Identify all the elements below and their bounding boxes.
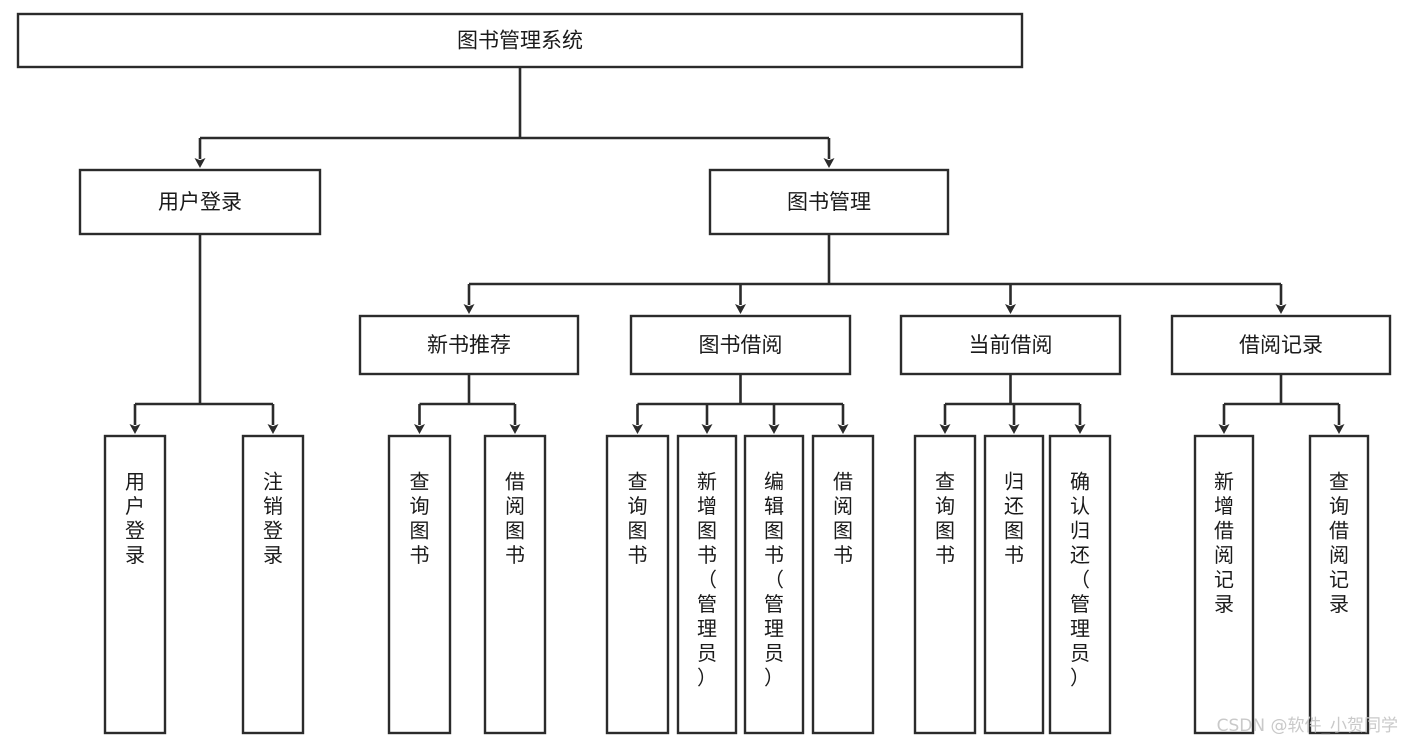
node-label: 编辑图书（管理员） [764, 469, 784, 689]
node-label: 新增借阅记录 [1214, 469, 1234, 616]
node-label: 查询图书 [628, 469, 648, 567]
node-leaf-7[interactable]: 借阅图书 [811, 434, 875, 735]
node-label: 图书借阅 [699, 333, 783, 357]
node-leaf-9[interactable]: 归还图书 [983, 434, 1045, 735]
node-leaf-3[interactable]: 借阅图书 [483, 434, 547, 735]
node-leaf-12[interactable]: 查询借阅记录 [1308, 434, 1370, 735]
node-rect [483, 434, 547, 735]
node-label: 图书管理系统 [457, 29, 583, 53]
node-leaf-1[interactable]: 注销登录 [241, 434, 305, 735]
connectors-layer [129, 67, 1345, 434]
node-label: 用户登录 [125, 469, 145, 567]
node-label: 新书推荐 [427, 333, 511, 357]
node-rect [629, 314, 852, 376]
node-label: 图书管理 [787, 190, 871, 214]
node-rect [103, 434, 167, 735]
node-label: 用户登录 [158, 190, 242, 214]
node-root[interactable]: 图书管理系统 [16, 12, 1024, 69]
node-leaf-6[interactable]: 编辑图书（管理员） [743, 434, 805, 735]
node-rect [1048, 434, 1112, 735]
node-label: 查询图书 [935, 469, 955, 567]
node-label: 新增图书（管理员） [697, 469, 717, 689]
csdn-watermark: CSDN @软件_小贺同学 [1217, 716, 1398, 736]
node-rect [708, 168, 950, 236]
node-leaf-11[interactable]: 新增借阅记录 [1193, 434, 1255, 735]
node-rect [676, 434, 738, 735]
node-rect [358, 314, 580, 376]
node-rect [1170, 314, 1392, 376]
node-rect [899, 314, 1122, 376]
node-rect [811, 434, 875, 735]
node-rect [983, 434, 1045, 735]
node-rect [1193, 434, 1255, 735]
node-rect [743, 434, 805, 735]
node-label: 借阅图书 [833, 469, 853, 567]
node-rect [241, 434, 305, 735]
node-level3-2[interactable]: 当前借阅 [899, 314, 1122, 376]
node-leaf-4[interactable]: 查询图书 [605, 434, 670, 735]
node-rect [78, 168, 322, 236]
node-label: 归还图书 [1004, 469, 1024, 567]
node-label: 查询借阅记录 [1329, 469, 1349, 616]
node-leaf-10[interactable]: 确认归还（管理员） [1048, 434, 1112, 735]
node-leaf-5[interactable]: 新增图书（管理员） [676, 434, 738, 735]
node-leaf-0[interactable]: 用户登录 [103, 434, 167, 735]
node-label: 借阅记录 [1239, 333, 1323, 357]
node-rect [387, 434, 452, 735]
node-rect [1308, 434, 1370, 735]
node-label: 当前借阅 [969, 333, 1053, 357]
node-level3-3[interactable]: 借阅记录 [1170, 314, 1392, 376]
node-label: 注销登录 [263, 469, 283, 567]
node-leaf-8[interactable]: 查询图书 [913, 434, 977, 735]
node-level2-1[interactable]: 图书管理 [708, 168, 950, 236]
node-rect [16, 12, 1024, 69]
node-level2-0[interactable]: 用户登录 [78, 168, 322, 236]
node-label: 查询图书 [410, 469, 430, 567]
node-level3-1[interactable]: 图书借阅 [629, 314, 852, 376]
boxes-layer: 图书管理系统用户登录图书管理新书推荐图书借阅当前借阅借阅记录用户登录注销登录查询… [16, 12, 1392, 735]
node-label: 借阅图书 [505, 469, 525, 567]
node-rect [605, 434, 670, 735]
node-rect [913, 434, 977, 735]
node-label: 确认归还（管理员） [1070, 469, 1090, 689]
node-level3-0[interactable]: 新书推荐 [358, 314, 580, 376]
node-leaf-2[interactable]: 查询图书 [387, 434, 452, 735]
